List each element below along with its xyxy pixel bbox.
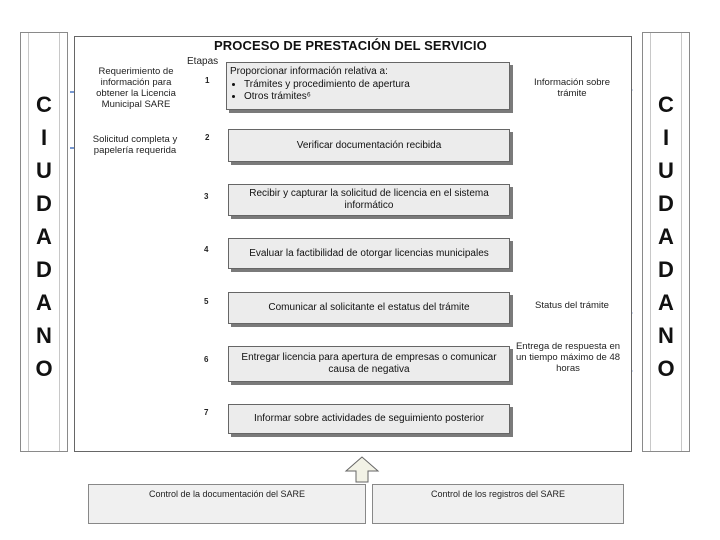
step-box-1: Proporcionar información relativa a: Trá… — [226, 62, 510, 110]
bottom-box-documentation-label: Control de la documentación del SARE — [148, 489, 306, 499]
step-7-text: Informar sobre actividades de seguimient… — [253, 413, 485, 424]
citizen-right-letter: D — [658, 191, 674, 216]
step-number-6: 6 — [204, 355, 209, 364]
output-note-1: Información sobre trámite — [533, 77, 611, 99]
step-5-text: Comunicar al solicitante el estatus del … — [268, 302, 470, 313]
step-number-1: 1 — [205, 76, 210, 85]
step-box-4: Evaluar la factibilidad de otorgar licen… — [228, 238, 510, 269]
citizen-left-letter: A — [36, 290, 52, 315]
step-6-text: Entregar licencia para apertura de empre… — [241, 352, 497, 375]
citizen-right-letter: O — [657, 356, 675, 381]
citizen-left-letter: O — [35, 356, 53, 381]
diagram-title: PROCESO DE PRESTACIÓN DEL SERVICIO — [214, 38, 487, 53]
step-number-2: 2 — [205, 133, 210, 142]
input-note-1: Requerimiento de información para obtene… — [96, 66, 176, 110]
step-1-bullet: Otros trámites⁶ — [244, 91, 410, 103]
citizen-left-letter: D — [36, 257, 52, 282]
citizen-left-letter: A — [36, 224, 52, 249]
input-note-2: Solicitud completa y papelería requerida — [92, 134, 178, 156]
bottom-box-records-label: Control de los registros del SARE — [430, 489, 566, 499]
step-1-heading: Proporcionar información relativa a: — [230, 66, 388, 77]
stages-label: Etapas — [187, 56, 219, 67]
step-number-7: 7 — [204, 408, 209, 417]
step-box-2: Verificar documentación recibida — [228, 129, 510, 162]
citizen-left-letter: U — [36, 158, 52, 183]
citizen-right-letter: A — [658, 290, 674, 315]
step-number-4: 4 — [204, 245, 209, 254]
citizen-left-letter: C — [36, 92, 52, 117]
bottom-box-records: Control de los registros del SARE — [372, 484, 624, 524]
citizen-right-letter: D — [658, 257, 674, 282]
step-4-text: Evaluar la factibilidad de otorgar licen… — [249, 247, 489, 259]
output-note-5: Status del trámite — [535, 300, 609, 311]
step-box-7: Informar sobre actividades de seguimient… — [228, 404, 510, 434]
step-box-5: Comunicar al solicitante el estatus del … — [228, 292, 510, 324]
citizen-left-letter: I — [40, 125, 48, 150]
step-2-text: Verificar documentación recibida — [296, 139, 442, 151]
output-note-6: Entrega de respuesta en un tiempo máximo… — [515, 341, 621, 374]
citizen-right-letter: N — [658, 323, 674, 348]
step-3-text: Recibir y capturar la solicitud de licen… — [249, 188, 489, 211]
step-box-3: Recibir y capturar la solicitud de licen… — [228, 184, 510, 216]
step-box-6: Entregar licencia para apertura de empre… — [228, 346, 510, 382]
citizen-right-letter: I — [662, 125, 670, 150]
step-number-5: 5 — [204, 297, 209, 306]
step-1-bullet: Trámites y procedimiento de apertura — [244, 79, 410, 91]
citizen-right-letter: U — [658, 158, 674, 183]
up-arrow — [344, 456, 380, 483]
bottom-box-documentation: Control de la documentación del SARE — [88, 484, 366, 524]
step-number-3: 3 — [204, 192, 209, 201]
citizen-left-letter: D — [36, 191, 52, 216]
citizen-left-letter: N — [36, 323, 52, 348]
citizen-right-letter: A — [658, 224, 674, 249]
citizen-right-letter: C — [658, 92, 674, 117]
